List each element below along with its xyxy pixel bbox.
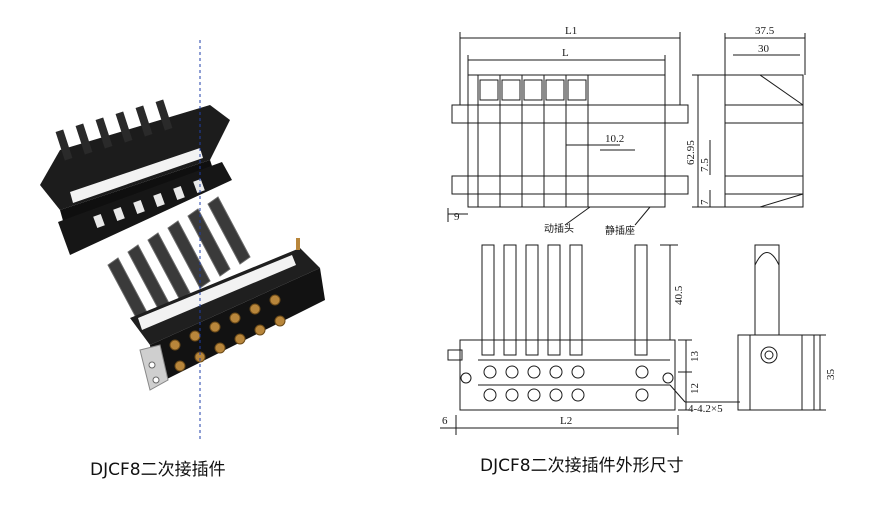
dim-37-5: 37.5	[755, 25, 775, 37]
dim-30: 30	[758, 43, 770, 55]
static-socket-housing	[40, 99, 232, 255]
dim-12: 12	[689, 383, 701, 394]
connector-photo	[40, 40, 325, 440]
dim-holes: 4-4.2×5	[688, 403, 723, 415]
callout-moving-plug: 动插头	[544, 222, 574, 235]
front-view-bottom	[440, 244, 740, 435]
dim-L2: L2	[560, 415, 572, 427]
dim-L1: L1	[565, 25, 577, 37]
side-view-bottom	[737, 244, 826, 411]
dim-13: 13	[689, 351, 701, 363]
dim-40-5: 40.5	[673, 285, 685, 305]
moving-plug-housing	[107, 196, 325, 391]
callout-static-socket: 静插座	[605, 224, 635, 237]
dim-9: 9	[454, 211, 460, 223]
dim-62-95: 62.95	[685, 140, 697, 165]
dim-L: L	[562, 47, 569, 59]
side-view-top	[692, 33, 806, 208]
dim-10-2: 10.2	[605, 133, 624, 145]
dim-7: 7	[699, 199, 711, 205]
dimension-drawing: L1 L 37.5 30 10.2 62.95 7.5 7 9 40.5 13 …	[440, 25, 837, 435]
photo-caption: DJCF8二次接插件	[90, 460, 226, 480]
drawing-caption: DJCF8二次接插件外形尺寸	[480, 456, 684, 476]
dim-6: 6	[442, 415, 448, 427]
dim-35: 35	[825, 369, 837, 381]
front-view-top	[447, 32, 689, 226]
dim-7-5: 7.5	[699, 158, 711, 172]
